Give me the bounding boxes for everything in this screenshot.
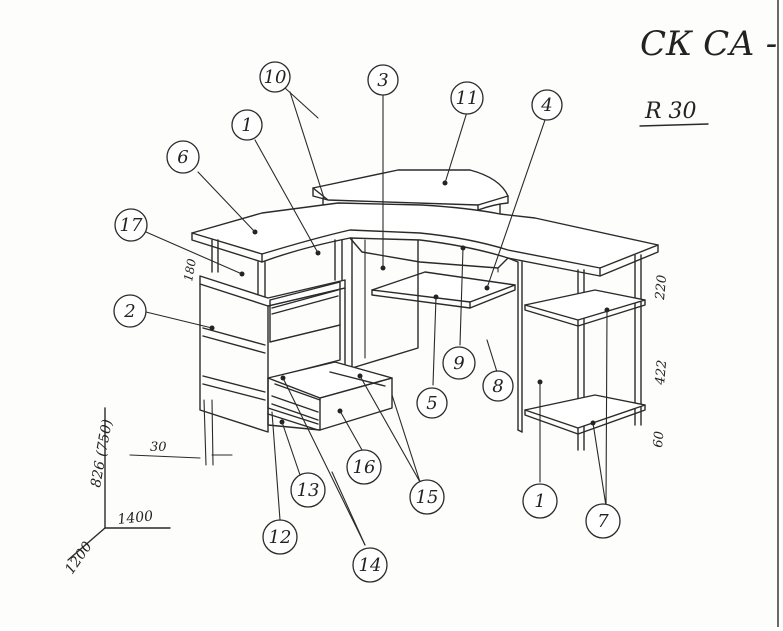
callout-16: 16 — [346, 449, 382, 485]
dim-shelf-bottom: 60 — [651, 431, 667, 449]
callout-12: 12 — [262, 519, 298, 555]
callout-10: 10 — [259, 61, 291, 93]
svg-text:3: 3 — [377, 70, 388, 91]
svg-text:16: 16 — [353, 457, 376, 478]
callout-13: 13 — [290, 472, 326, 508]
callout-9: 9 — [442, 346, 476, 380]
dim-shelf-mid: 422 — [653, 359, 670, 386]
svg-text:2: 2 — [123, 301, 135, 322]
dim-width: 1400 — [117, 508, 154, 528]
svg-text:9: 9 — [453, 353, 464, 374]
svg-text:8: 8 — [492, 376, 503, 397]
svg-text:5: 5 — [426, 393, 437, 414]
dim-shelf-top: 220 — [653, 274, 670, 301]
callout-17: 17 — [114, 208, 148, 242]
subtitle-underline — [639, 123, 709, 127]
callout-15: 15 — [409, 479, 445, 515]
dim-depth: 1200 — [62, 539, 96, 577]
callout-1-upper: 1 — [231, 109, 263, 141]
dim-upper-gap: 180 — [181, 257, 199, 282]
callout-6: 6 — [166, 140, 200, 174]
callout-8: 8 — [482, 370, 514, 402]
svg-text:1: 1 — [534, 491, 545, 512]
svg-text:1: 1 — [241, 115, 252, 136]
svg-text:12: 12 — [269, 527, 292, 548]
desk-sketch — [191, 169, 659, 451]
leader-lines — [145, 87, 608, 546]
callout-14: 14 — [352, 547, 388, 583]
callout-2: 2 — [113, 294, 147, 328]
svg-text:15: 15 — [416, 487, 439, 508]
svg-text:13: 13 — [297, 480, 320, 501]
callout-4: 4 — [531, 89, 563, 121]
callout-1-lower: 1 — [522, 483, 558, 519]
svg-text:10: 10 — [264, 67, 287, 88]
svg-text:4: 4 — [540, 95, 552, 116]
svg-text:7: 7 — [597, 511, 609, 532]
drawing-title: СК СА - 3 — [640, 24, 783, 64]
callout-3: 3 — [367, 64, 399, 96]
callout-5: 5 — [416, 387, 448, 419]
callout-11: 11 — [450, 81, 484, 115]
svg-text:17: 17 — [120, 215, 143, 236]
svg-text:14: 14 — [359, 555, 382, 576]
svg-text:11: 11 — [456, 88, 479, 109]
dim-height: 826 (750) — [88, 418, 116, 489]
svg-text:6: 6 — [177, 147, 188, 168]
callout-7: 7 — [585, 503, 621, 539]
drawing-subtitle: R 30 — [644, 99, 697, 124]
dim-offset: 30 — [150, 440, 167, 455]
